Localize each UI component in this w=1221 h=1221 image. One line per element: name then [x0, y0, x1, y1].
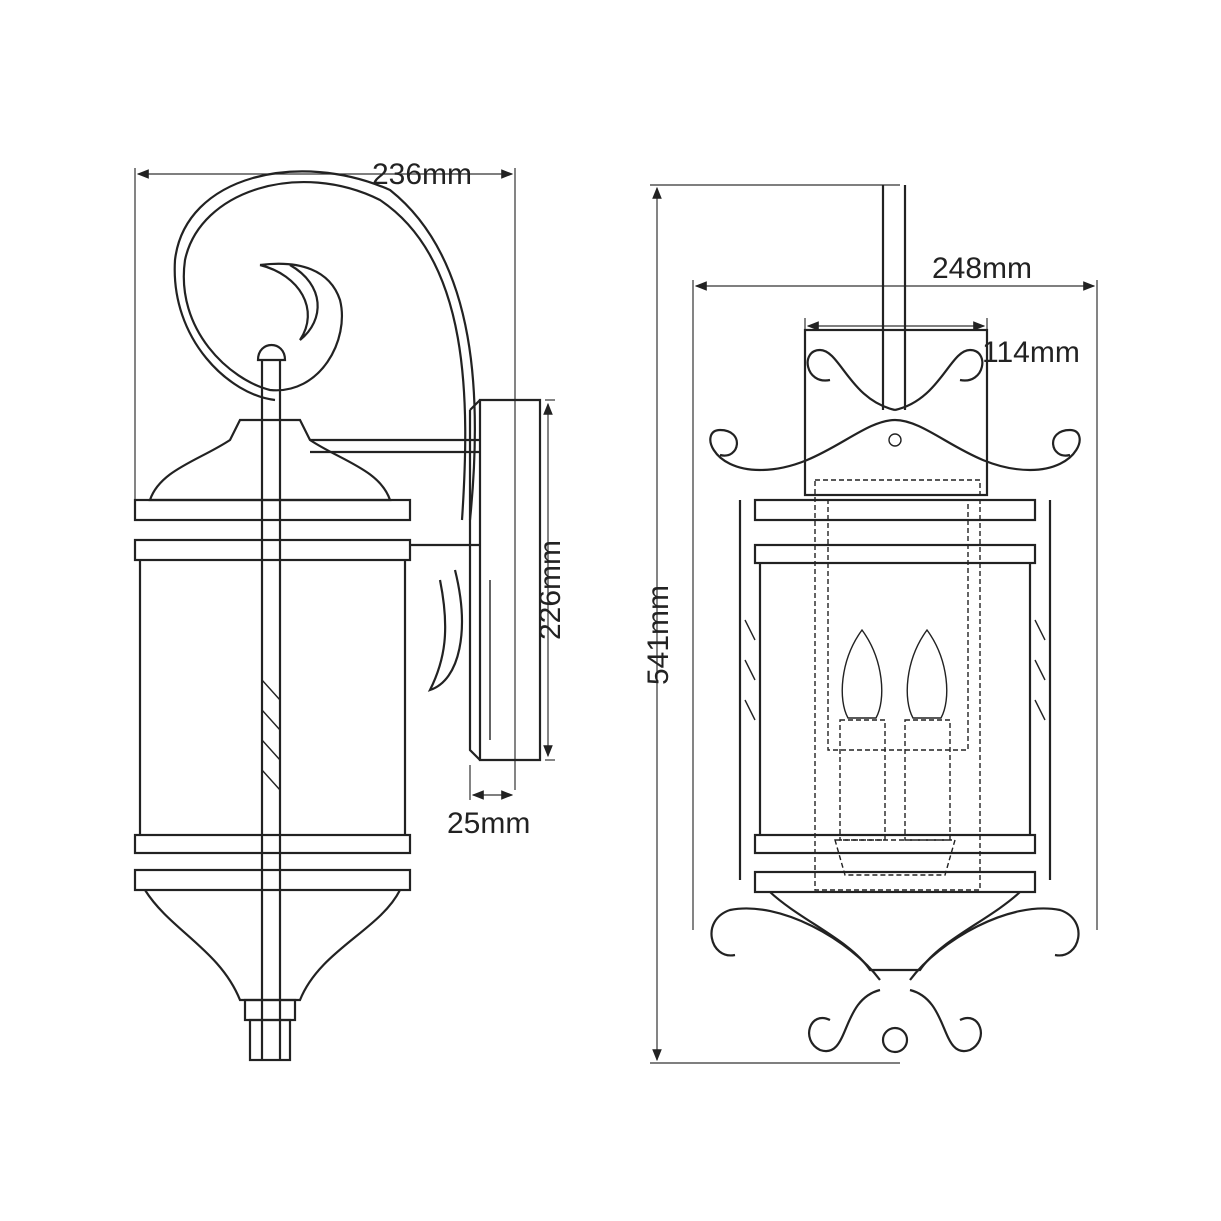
front-view: 541mm 248mm 114mm [642, 184, 1098, 1064]
front-width-label: 248mm [932, 252, 1032, 285]
wall-plate-height-label: 226mm [534, 540, 567, 640]
overall-height-label: 541mm [642, 585, 675, 685]
wall-plate-depth-label: 25mm [447, 807, 530, 840]
side-view: 236mm 226mm 25mm [133, 158, 567, 1062]
side-width-label: 236mm [372, 158, 472, 191]
backplate-width-label: 114mm [982, 336, 1080, 369]
